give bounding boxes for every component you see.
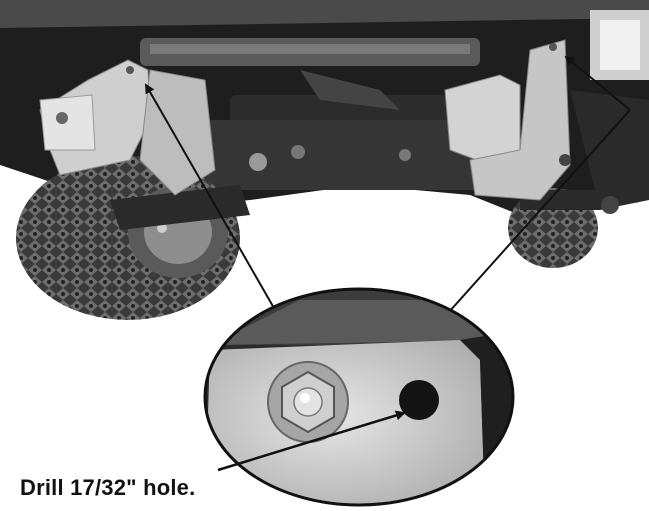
nut-image <box>267 361 349 443</box>
leader-arrow-left <box>145 83 283 323</box>
leader-arrow <box>217 410 406 472</box>
bracket-image <box>39 59 216 196</box>
detail-inset <box>203 287 515 507</box>
leader-arrow-right-1 <box>564 55 631 111</box>
callout-label: Drill 17/32" hole. <box>20 475 196 500</box>
hole-marker <box>399 380 439 420</box>
bracket-image-right <box>444 39 571 201</box>
leader-line-right <box>439 109 631 323</box>
tire-image <box>16 156 250 320</box>
